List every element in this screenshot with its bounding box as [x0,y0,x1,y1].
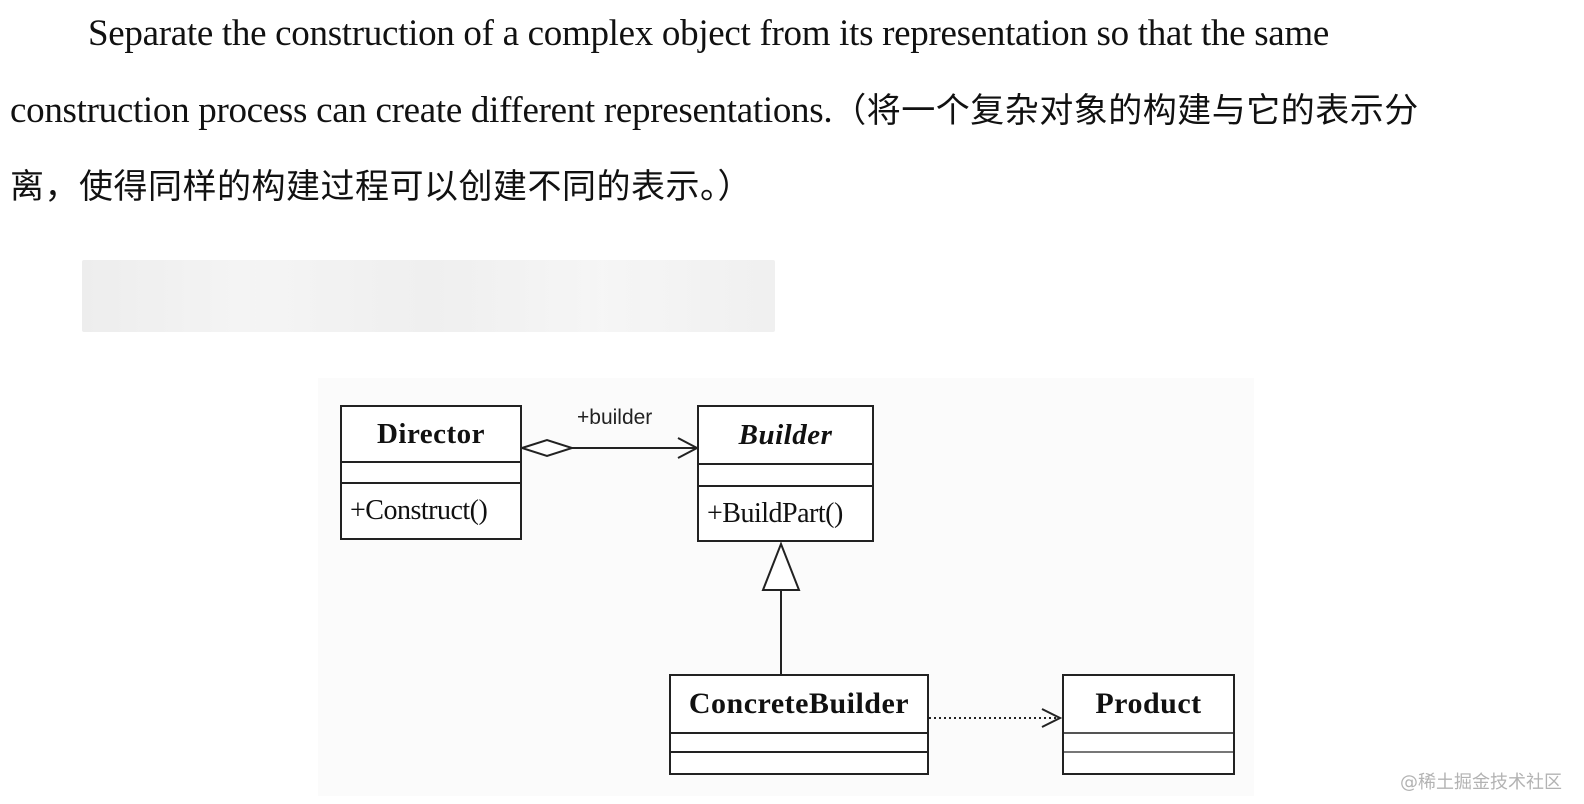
director-attributes-compartment [342,463,520,484]
faded-image-strip [82,260,775,332]
builder-attributes-compartment [699,465,872,487]
product-attributes-compartment [1064,734,1233,753]
paragraph-line-2-english: construction process can create differen… [10,90,833,131]
product-class-name: Product [1064,676,1233,734]
director-class-name: Director [342,407,520,463]
builder-role-label: +builder [577,406,653,429]
director-class: Director +Construct() [340,405,522,540]
paragraph-line-2-chinese: （将一个复杂对象的构建与它的表示分 [832,91,1419,131]
concrete-builder-class: ConcreteBuilder [669,674,929,775]
watermark: @稀土掘金技术社区 [1400,772,1562,793]
generalization-triangle [761,541,801,591]
paragraph-line-2: construction process can create differen… [10,89,1419,133]
builder-class-name: Builder [699,407,872,465]
dependency-arrowhead [1041,708,1063,728]
builder-operation: +BuildPart() [707,497,843,529]
builder-class: Builder +BuildPart() [697,405,874,542]
concrete-builder-attributes-compartment [671,734,927,753]
concrete-builder-class-name: ConcreteBuilder [671,676,927,734]
description-paragraph: Separate the construction of a complex o… [0,0,1584,230]
paragraph-line-3-chinese: 离，使得同样的构建过程可以创建不同的表示。） [10,167,752,207]
product-class: Product [1062,674,1235,775]
paragraph-line-1: Separate the construction of a complex o… [88,13,1330,54]
director-operation: +Construct() [350,495,488,526]
aggregation-diamond [518,438,576,458]
